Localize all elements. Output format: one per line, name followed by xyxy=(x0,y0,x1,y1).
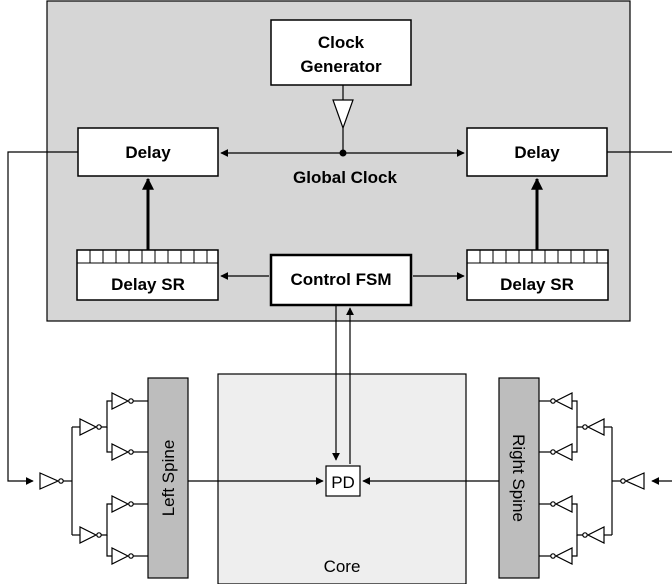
core-label: Core xyxy=(324,557,361,576)
delay-left-output-wire xyxy=(7,151,78,485)
delay-right-box xyxy=(466,127,608,177)
clock-buffer-icon xyxy=(332,99,354,130)
phase-detector-label: PD xyxy=(331,473,355,492)
clock-generator-box xyxy=(270,19,412,86)
clock-generator-label-line2: Generator xyxy=(300,57,382,76)
delay-left-label: Delay xyxy=(125,143,171,162)
left-spine-label: Left Spine xyxy=(159,440,178,517)
left-buffer-tree xyxy=(39,392,148,565)
delay-sr-right-register-cells xyxy=(467,250,608,264)
clock-generator-label-line1: Clock xyxy=(318,33,365,52)
control-fsm-box xyxy=(269,253,413,307)
right-spine-label: Right Spine xyxy=(509,434,528,522)
control-fsm-label: Control FSM xyxy=(290,270,391,289)
right-spine-bar xyxy=(498,377,540,579)
left-spine-bar xyxy=(147,377,189,579)
delay-sr-right-label: Delay SR xyxy=(500,275,574,294)
delay-sr-left-register-cells xyxy=(77,250,218,264)
delay-right-label: Delay xyxy=(514,143,560,162)
right-buffer-tree xyxy=(539,392,645,565)
global-clock-label: Global Clock xyxy=(293,168,397,187)
delay-sr-left-label: Delay SR xyxy=(111,275,185,294)
phase-detector-box xyxy=(325,465,361,497)
